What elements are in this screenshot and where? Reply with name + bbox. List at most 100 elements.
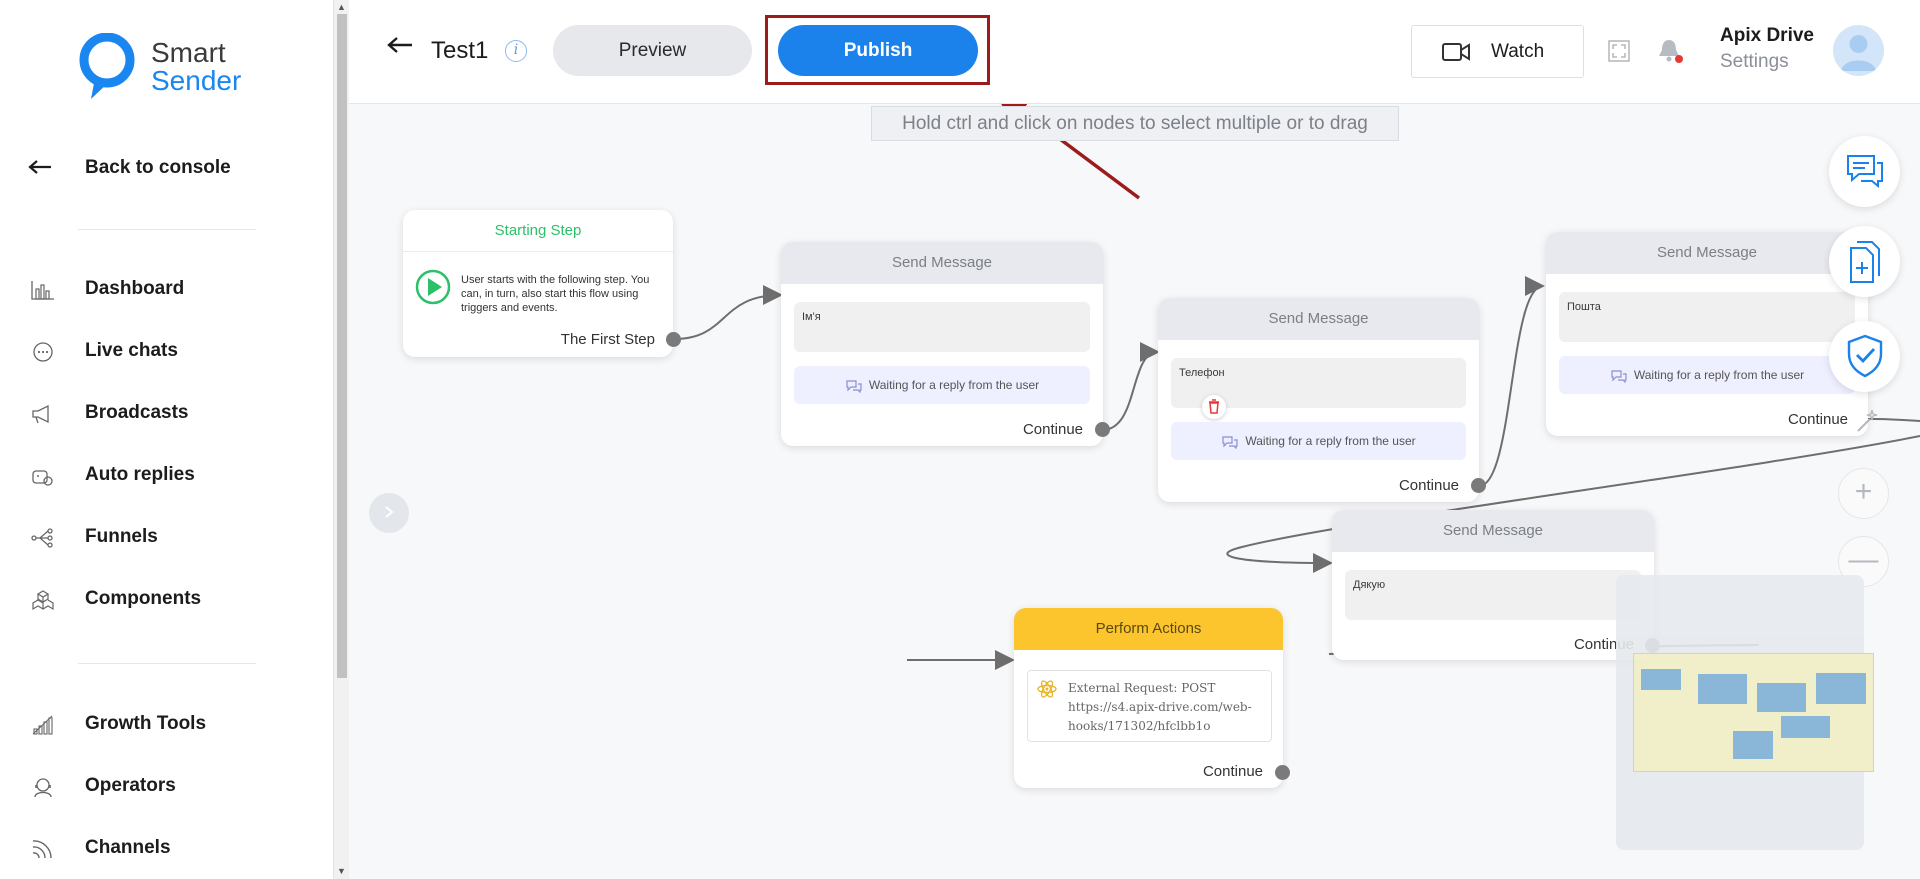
- back-to-console-link[interactable]: Back to console: [28, 155, 231, 179]
- message-field[interactable]: Ім'я: [794, 302, 1090, 352]
- chat-bubble-icon: [33, 342, 53, 362]
- output-port[interactable]: [666, 332, 681, 347]
- robot-head-icon: [32, 470, 53, 486]
- delete-button[interactable]: [1202, 395, 1226, 419]
- watch-button[interactable]: Watch: [1411, 25, 1584, 78]
- flow-minimap[interactable]: [1616, 575, 1874, 850]
- output-port[interactable]: [1095, 422, 1110, 437]
- chat-bubbles-icon: [1222, 436, 1238, 449]
- sidebar-scrollbar[interactable]: ▲ ▼: [333, 0, 349, 879]
- editor-topbar: Test1 i Preview Publish Watch Apix Drive…: [349, 0, 1920, 104]
- publish-button[interactable]: Publish: [778, 25, 978, 76]
- first-step-label: The First Step: [560, 331, 655, 348]
- publish-highlight-box: [765, 15, 990, 85]
- cubes-icon: [32, 590, 54, 611]
- headset-icon: [34, 778, 52, 798]
- perform-actions-node[interactable]: Perform Actions External Request: POST h…: [1014, 608, 1283, 788]
- logo-bubble-icon: [79, 32, 135, 99]
- waiting-text: Waiting for a reply from the user: [1245, 434, 1416, 448]
- avatar[interactable]: [1833, 25, 1884, 76]
- external-request-action[interactable]: External Request: POST https://s4.apix-d…: [1027, 670, 1272, 742]
- external-request-text: External Request: POST https://s4.apix-d…: [1068, 681, 1252, 733]
- back-to-console-label: Back to console: [85, 157, 231, 178]
- scroll-down-arrow-icon[interactable]: ▼: [337, 866, 346, 876]
- fullscreen-icon[interactable]: [1608, 40, 1630, 62]
- output-port[interactable]: [1471, 478, 1486, 493]
- watch-label: Watch: [1491, 41, 1545, 62]
- magic-wand-icon[interactable]: [1855, 408, 1881, 434]
- arrow-left-icon[interactable]: [387, 36, 413, 54]
- minimap-node: [1641, 669, 1681, 690]
- megaphone-icon: [32, 404, 49, 424]
- waiting-text: Waiting for a reply from the user: [868, 378, 1040, 392]
- atom-icon: [1037, 680, 1057, 698]
- sidebar-item-label: Dashboard: [85, 278, 185, 299]
- send-message-node[interactable]: Send Message Дякую Continue: [1332, 510, 1654, 660]
- message-field[interactable]: Пошта: [1559, 292, 1855, 342]
- bell-icon[interactable]: [1655, 37, 1685, 65]
- sidebar-divider: [78, 229, 256, 230]
- canvas-hint: Hold ctrl and click on nodes to select m…: [871, 106, 1399, 141]
- sidebar-item-label: Channels: [85, 837, 171, 858]
- starting-step-title: Starting Step: [403, 210, 673, 252]
- sidebar-item-label: Broadcasts: [85, 402, 189, 423]
- expand-panel-button[interactable]: [369, 493, 409, 533]
- minimap-node: [1733, 731, 1773, 759]
- starting-step-node[interactable]: Starting Step User starts with the follo…: [403, 210, 673, 357]
- sidebar-item-label: Live chats: [85, 340, 178, 361]
- continue-label: Continue: [1398, 477, 1459, 494]
- sidebar-item-dashboard[interactable]: Dashboard: [30, 275, 320, 303]
- sidebar-item-channels[interactable]: Channels: [30, 834, 320, 862]
- send-message-node[interactable]: Send Message Ім'я Waiting for a reply fr…: [781, 242, 1103, 446]
- node-title: Send Message: [1158, 298, 1479, 340]
- add-document-icon: [1850, 241, 1880, 283]
- info-icon[interactable]: i: [505, 40, 527, 62]
- sidebar-item-funnels[interactable]: Funnels: [30, 523, 320, 551]
- sidebar-item-broadcasts[interactable]: Broadcasts: [30, 399, 320, 427]
- account-settings-link[interactable]: Settings: [1720, 51, 1789, 72]
- sidebar-item-operators[interactable]: Operators: [30, 772, 320, 800]
- continue-label: Continue: [1202, 763, 1263, 780]
- user-avatar-icon: [1841, 35, 1876, 71]
- chat-bubbles-icon: [1611, 370, 1627, 383]
- play-circle-icon: [415, 269, 451, 305]
- scroll-up-arrow-icon[interactable]: ▲: [337, 2, 346, 12]
- sidebar-item-live-chats[interactable]: Live chats: [30, 337, 320, 365]
- waiting-reply-badge: Waiting for a reply from the user: [1171, 422, 1466, 460]
- add-page-tool-button[interactable]: [1829, 226, 1900, 297]
- comments-tool-button[interactable]: [1829, 136, 1900, 207]
- validate-tool-button[interactable]: [1829, 321, 1900, 392]
- send-message-node[interactable]: Send Message Телефон Waiting for a reply…: [1158, 298, 1479, 502]
- waiting-reply-badge: Waiting for a reply from the user: [1559, 356, 1855, 394]
- node-title: Perform Actions: [1014, 608, 1283, 650]
- flow-title: Test1: [431, 37, 489, 64]
- output-port[interactable]: [1275, 765, 1290, 780]
- signal-bars-icon: [32, 715, 53, 735]
- starting-step-description: User starts with the following step. You…: [461, 274, 650, 314]
- continue-label: Continue: [1022, 421, 1083, 438]
- sidebar-item-label: Growth Tools: [85, 713, 207, 734]
- zoom-in-button[interactable]: +: [1838, 468, 1889, 519]
- sidebar-item-label: Auto replies: [85, 464, 195, 485]
- waiting-text: Waiting for a reply from the user: [1633, 368, 1805, 382]
- account-name[interactable]: Apix Drive: [1720, 25, 1814, 46]
- preview-button[interactable]: Preview: [553, 25, 752, 76]
- smart-sender-logo[interactable]: Smart Sender: [79, 32, 249, 103]
- message-field[interactable]: Дякую: [1345, 570, 1641, 620]
- arrow-left-icon: [28, 160, 51, 174]
- sidebar-scroll-thumb[interactable]: [337, 14, 347, 678]
- send-message-node[interactable]: Send Message Пошта Waiting for a reply f…: [1546, 232, 1868, 436]
- funnel-share-icon: [31, 528, 53, 548]
- sidebar-item-auto-replies[interactable]: Auto replies: [30, 461, 320, 489]
- sidebar-item-growth-tools[interactable]: Growth Tools: [30, 710, 320, 738]
- bar-chart-icon: [31, 281, 54, 300]
- minimap-node: [1781, 716, 1830, 738]
- chevron-right-icon: [385, 506, 394, 518]
- sidebar-item-components[interactable]: Components: [30, 585, 320, 613]
- minimap-node: [1816, 673, 1866, 704]
- chat-comments-icon: [1847, 155, 1883, 189]
- waiting-reply-badge: Waiting for a reply from the user: [794, 366, 1090, 404]
- sidebar-item-label: Operators: [85, 775, 176, 796]
- logo-text: Smart Sender: [151, 39, 241, 95]
- node-title: Send Message: [781, 242, 1103, 284]
